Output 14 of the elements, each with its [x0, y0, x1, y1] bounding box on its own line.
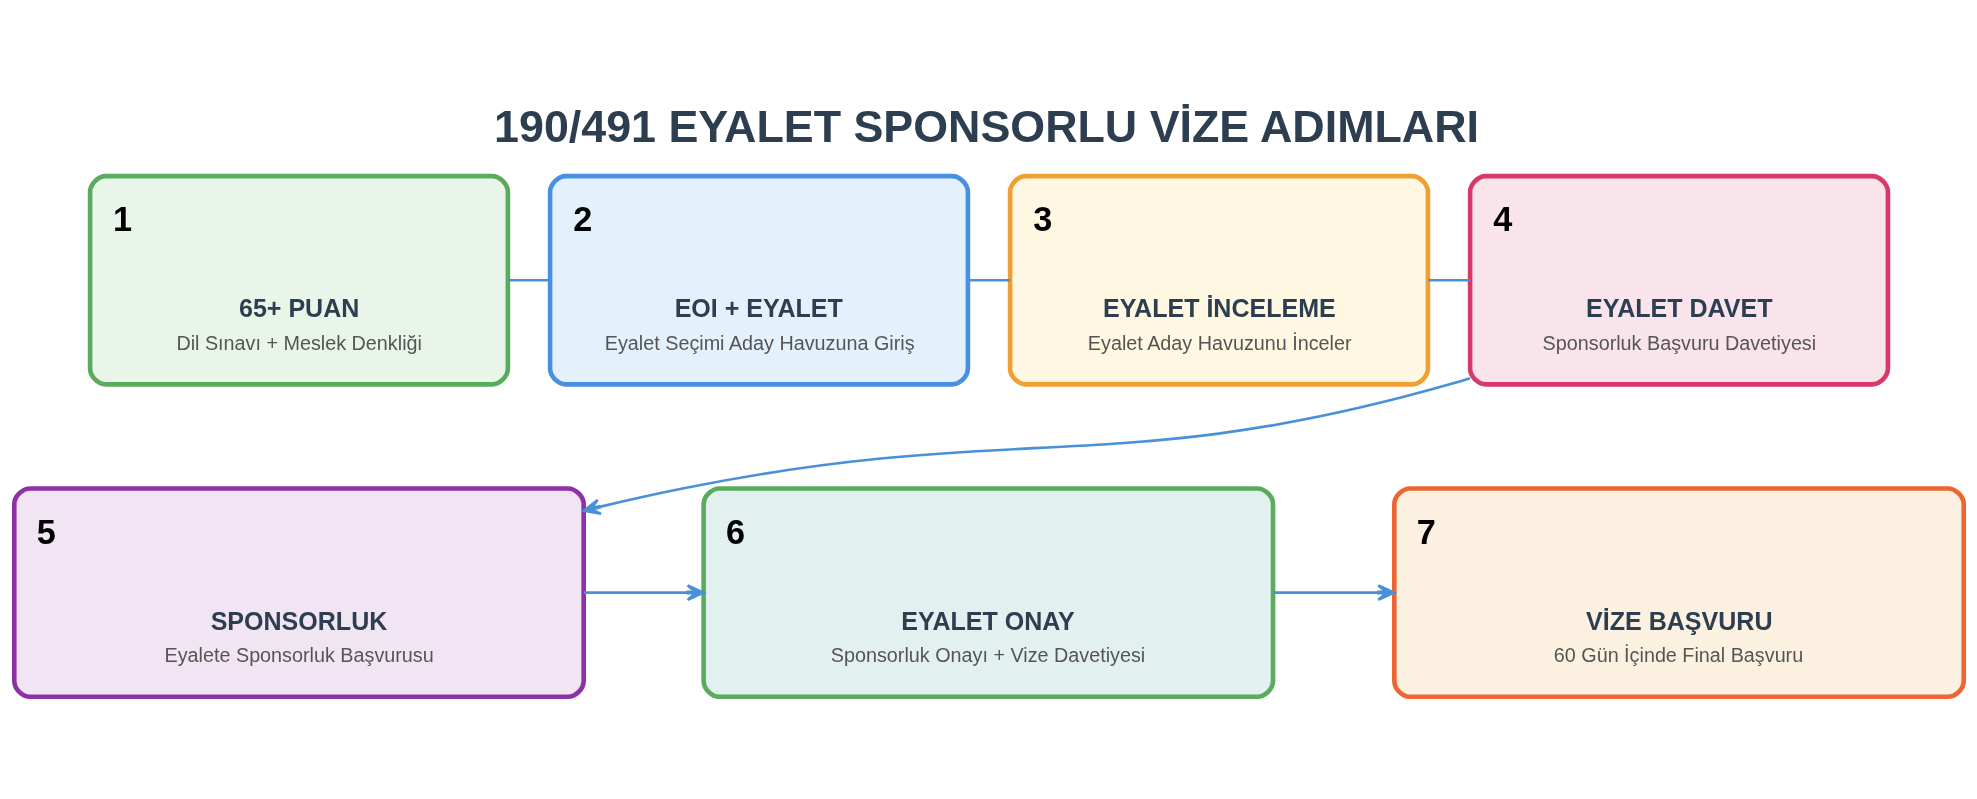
node-box: 3 EYALET İNCELEME Eyalet Aday Havuzunu İnceler — [1007, 173, 1430, 387]
connector — [507, 278, 550, 282]
node-box: 1 65+ PUAN Dil Sınavı + Meslek Denkliği — [87, 173, 510, 387]
connector — [1427, 278, 1470, 282]
arrow — [583, 584, 705, 602]
node-box: 7 VİZE BAŞVURU 60 Gün İçinde Final Başvuru — [1391, 486, 1966, 700]
arrow — [582, 376, 1470, 516]
diagram-title: 190/491 EYALET SPONSORLU VİZE ADIMLARI — [493, 101, 1479, 152]
node-box: 2 EOI + EYALET Eyalet Seçimi Aday Havuzuna Giriş — [547, 173, 970, 387]
node-box: 6 EYALET ONAY Sponsorluk Onayı + Vize Davetiyesi — [700, 486, 1275, 700]
connector — [967, 278, 1010, 282]
arrow — [1272, 584, 1395, 602]
node-box: 4 EYALET DAVET Sponsorluk Başvuru Davetiyesi — [1467, 173, 1890, 387]
node-box: 5 SPONSORLUK Eyalete Sponsorluk Başvurusu — [11, 486, 586, 700]
